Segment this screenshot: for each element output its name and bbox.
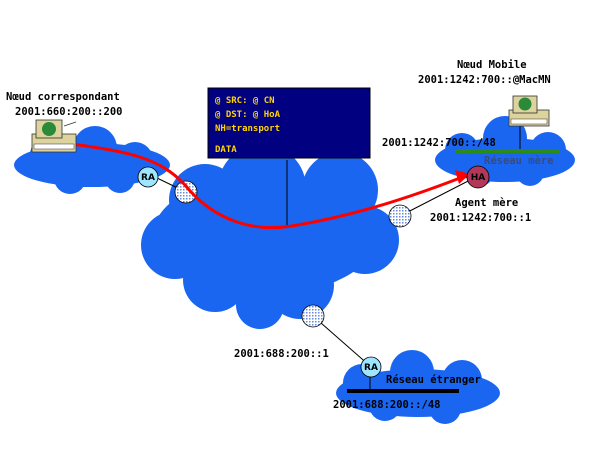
correspondent-computer-icon (31, 119, 77, 153)
links (156, 160, 475, 367)
home-agent-badge: HA (471, 173, 486, 183)
correspondent-name: Nœud correspondant (6, 91, 120, 103)
packet-data: DATA (215, 145, 237, 155)
interface-left (174, 180, 198, 204)
foreign-network-prefix: 2001:688:200::/48 (333, 399, 440, 411)
router-ra-left-label: RA (141, 173, 155, 183)
home-network-label: Réseau mère (484, 155, 554, 167)
home-agent-name: Agent mère (455, 197, 518, 209)
mobile-address: 2001:1242:700::@MacMN (418, 74, 551, 86)
correspondent-address: 2001:660:200::200 (15, 106, 122, 118)
foreign-router-address: 2001:688:200::1 (234, 348, 329, 360)
interface-right (388, 204, 412, 228)
home-agent-address: 2001:1242:700::1 (430, 212, 531, 224)
packet-path (71, 142, 461, 230)
foreign-network-cloud (336, 350, 500, 424)
packet-transport: NH=transport (215, 124, 280, 134)
foreign-network-segment (347, 389, 459, 393)
correspondent-cloud (14, 126, 170, 194)
interface-bottom (301, 304, 325, 328)
home-agent-router: HA (466, 165, 490, 189)
packet-src: @ SRC: @ CN (215, 96, 275, 106)
home-network-prefix: 2001:1242:700::/48 (382, 137, 496, 149)
router-ra-foreign-label: RA (364, 363, 378, 373)
mobile-computer-icon (508, 95, 550, 127)
path-arrowhead-icon (455, 170, 470, 184)
packet-header-box: @ SRC: @ CN @ DST: @ HoA NH=transport DA… (207, 87, 371, 159)
foreign-network-label: Réseau étranger (386, 374, 481, 386)
router-ra-left: RA (137, 166, 159, 188)
home-network-segment (455, 149, 560, 153)
packet-dst: @ DST: @ HoA (215, 110, 281, 120)
router-ra-foreign: RA (360, 356, 382, 378)
mobile-name: Nœud Mobile (457, 59, 527, 71)
internet-cloud (141, 144, 399, 329)
